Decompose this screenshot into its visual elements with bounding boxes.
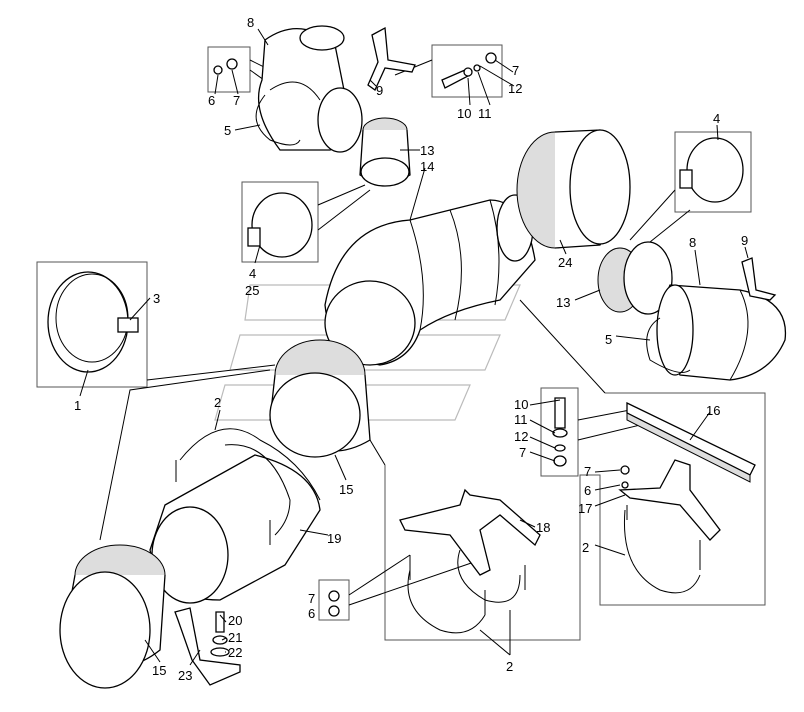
callout-16: 16 [706,403,720,418]
bracket-23 [174,607,241,686]
callout-4: 4 [713,111,720,126]
callout-2: 2 [506,659,513,674]
bracket-9-top [367,26,416,91]
main-elbow-pipe-14 [324,194,536,366]
sleeve-24 [516,129,631,249]
callout-6: 6 [584,483,591,498]
callout-17: 17 [578,501,592,516]
callout-11: 11 [478,106,492,121]
callout-15: 15 [152,663,166,678]
callout-6: 6 [208,93,215,108]
support-rail-16 [626,401,756,483]
callout-3: 3 [153,291,160,306]
callout-23: 23 [178,668,192,683]
callout-21: 21 [228,630,242,645]
callout-10: 10 [457,106,471,121]
callout-10: 10 [514,397,528,412]
callout-13: 13 [420,143,434,158]
callout-8: 8 [247,15,254,30]
callout-25: 25 [245,283,259,298]
callout-7: 7 [233,93,240,108]
callout-9: 9 [376,83,383,98]
elbow-pipe-top [258,25,363,153]
callout-4: 4 [249,266,256,281]
pipe-19 [149,428,321,604]
callout-13: 13 [556,295,570,310]
sleeve-13-top [359,117,411,187]
nut-washer-6-7-bottom [328,590,340,617]
nut-washer-6-7-top [213,58,238,75]
callout-7: 7 [584,464,591,479]
callout-24: 24 [558,255,572,270]
callout-6: 6 [308,606,315,621]
callout-labels: 8 6 7 9 10 11 12 7 5 13 14 4 25 3 1 24 4… [74,15,748,683]
support-bracket-18 [399,488,541,634]
callout-5: 5 [224,123,231,138]
inset-boxes [36,44,766,641]
callout-22: 22 [228,645,242,660]
callout-12: 12 [508,81,522,96]
callout-18: 18 [536,520,550,535]
sleeve-13-right [597,241,673,315]
callout-19: 19 [327,531,341,546]
clamp-5-top [255,94,301,146]
callout-7: 7 [519,445,526,460]
callout-9: 9 [741,233,748,248]
sleeve-15-bottom [59,544,166,689]
bracket-17 [618,459,721,594]
callout-2: 2 [214,395,221,410]
callout-7: 7 [512,63,519,78]
callout-11: 11 [514,412,528,427]
elbow-pipe-right [646,257,787,381]
callout-7: 7 [308,591,315,606]
bolt-nut-set-top [441,52,497,89]
clamp-4-left [247,192,313,258]
callout-2: 2 [582,540,589,555]
callout-1: 1 [74,398,81,413]
callout-8: 8 [689,235,696,250]
callout-5: 5 [605,332,612,347]
clamp-1-3 [47,271,139,373]
sleeve-15-middle [269,339,371,458]
callout-12: 12 [514,429,528,444]
callout-leaders [79,28,749,666]
callout-20: 20 [228,613,242,628]
callout-14: 14 [420,159,434,174]
bolt-nut-set-right [552,397,568,467]
clamp-4-right [679,137,744,203]
callout-15: 15 [339,482,353,497]
